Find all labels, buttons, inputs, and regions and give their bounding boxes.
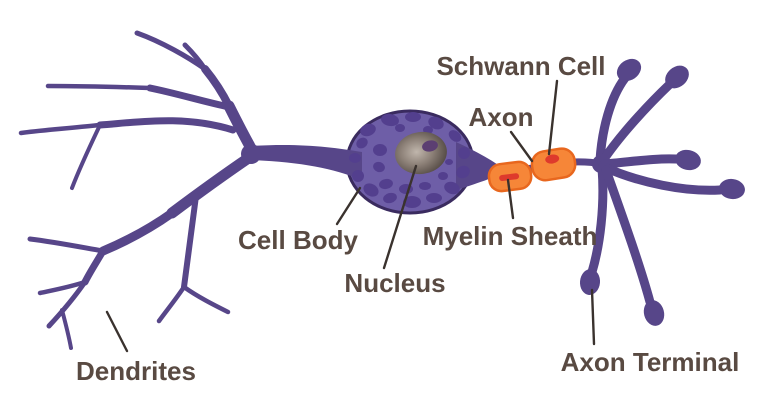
dendrites-branches <box>18 30 261 350</box>
pointer-lines <box>105 79 596 353</box>
axon-terminal-pointer <box>590 288 596 346</box>
dendrites-label: Dendrites <box>76 356 196 386</box>
myelin-sheath-pointer <box>506 178 515 220</box>
dendrite-stalk <box>250 144 362 180</box>
cell-body-pointer <box>335 186 362 226</box>
axon-terminal-label: Axon Terminal <box>561 347 740 377</box>
dendrites-pointer <box>105 310 129 353</box>
schwann-cell-label: Schwann Cell <box>436 51 605 81</box>
myelin-segment-2 <box>530 147 577 182</box>
axon-label: Axon <box>469 102 534 132</box>
nucleus-label: Nucleus <box>344 268 445 298</box>
myelin-sheath-label: Myelin Sheath <box>423 221 598 251</box>
schwann-cell-pointer <box>547 79 559 156</box>
soma-granules <box>349 112 470 208</box>
nucleus-pointer <box>382 164 418 270</box>
cell-body-label: Cell Body <box>238 225 358 255</box>
axon-pointer <box>509 130 534 163</box>
nucleus-shape <box>395 131 447 175</box>
axon-terminal-branches <box>579 58 745 326</box>
myelin-segment-1 <box>487 160 533 193</box>
nucleolus-shape <box>422 140 438 152</box>
